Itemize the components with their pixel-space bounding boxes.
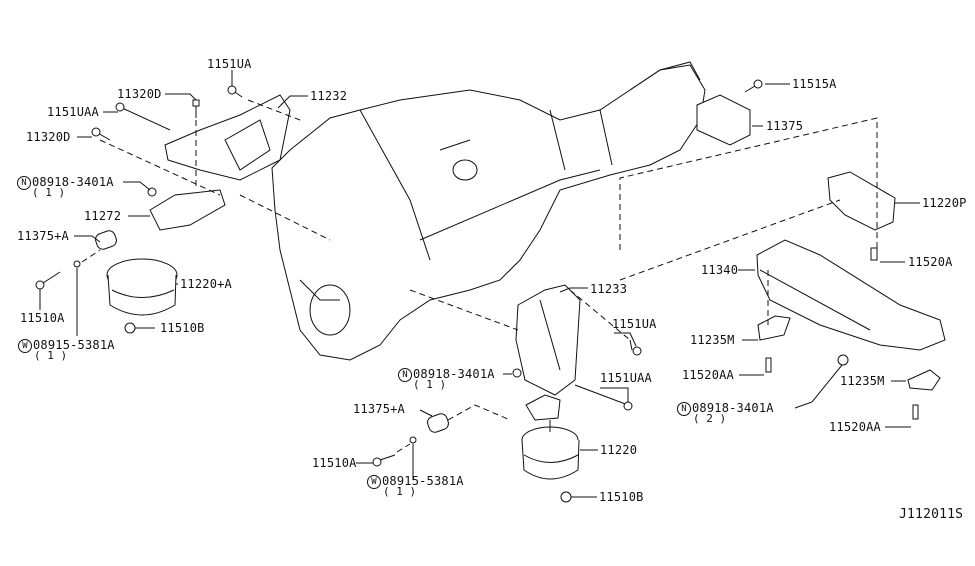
bracket-11272 <box>149 189 226 231</box>
bracket-center-lower <box>525 394 561 421</box>
qty-08918-3401a-center: ( 1 ) <box>413 378 447 391</box>
mount-11220 <box>521 439 580 480</box>
callout-11515a: 11515A <box>792 77 837 91</box>
bracket-11235m-b <box>907 369 941 391</box>
callout-11320d-top: 11320D <box>117 87 162 101</box>
qty-08915-5381a-center: ( 1 ) <box>383 485 417 498</box>
nut-symbol-icon: N <box>677 402 691 416</box>
nut-symbol-icon: N <box>17 176 31 190</box>
bracket-11235m-a <box>757 315 791 341</box>
callout-11375-a-left: 11375+A <box>17 229 69 243</box>
engine-block <box>271 64 706 361</box>
bracket-11233 <box>515 284 581 396</box>
mount-11220-a <box>107 274 177 316</box>
callout-11375: 11375 <box>766 119 804 133</box>
callout-11233: 11233 <box>590 282 628 296</box>
callout-1151ua-top: 1151UA <box>207 57 252 71</box>
callout-11510a-center: 11510A <box>312 456 357 470</box>
qty-08915-5381a-left: ( 1 ) <box>34 349 68 362</box>
mount-11375 <box>696 94 751 146</box>
callout-11375-a-center: 11375+A <box>353 402 405 416</box>
diagram-reference-code: J112011S <box>899 507 964 522</box>
callout-11220-a: 11220+A <box>180 277 232 291</box>
mount-11220p <box>827 171 896 231</box>
callout-1151uaa-center: 1151UAA <box>600 371 652 385</box>
callout-11235m-left: 11235M <box>690 333 735 347</box>
bracket-11232 <box>164 94 291 181</box>
callout-11510b-left: 11510B <box>160 321 205 335</box>
callout-11232: 11232 <box>310 89 348 103</box>
washer-symbol-icon: W <box>18 339 32 353</box>
bushing-left <box>95 230 117 250</box>
callout-11520a: 11520A <box>908 255 953 269</box>
callout-11320d-left: 11320D <box>26 130 71 144</box>
callout-11235m-right: 11235M <box>840 374 885 388</box>
washer-symbol-icon: W <box>367 475 381 489</box>
callout-11520aa-left: 11520AA <box>682 368 734 382</box>
callout-11520aa-right: 11520AA <box>829 420 881 434</box>
qty-08918-3401a-right: ( 2 ) <box>693 412 727 425</box>
callout-11220: 11220 <box>600 443 638 457</box>
callout-11272: 11272 <box>84 209 122 223</box>
callout-1151uaa-left: 1151UAA <box>47 105 99 119</box>
callout-11340: 11340 <box>701 263 739 277</box>
callout-11220p: 11220P <box>922 196 967 210</box>
nut-symbol-icon: N <box>398 368 412 382</box>
callout-1151ua-center: 1151UA <box>612 317 657 331</box>
bushing-center <box>427 413 449 433</box>
qty-08918-3401a-left: ( 1 ) <box>32 186 66 199</box>
callout-11510a-left: 11510A <box>20 311 65 325</box>
callout-11510b-center: 11510B <box>599 490 644 504</box>
